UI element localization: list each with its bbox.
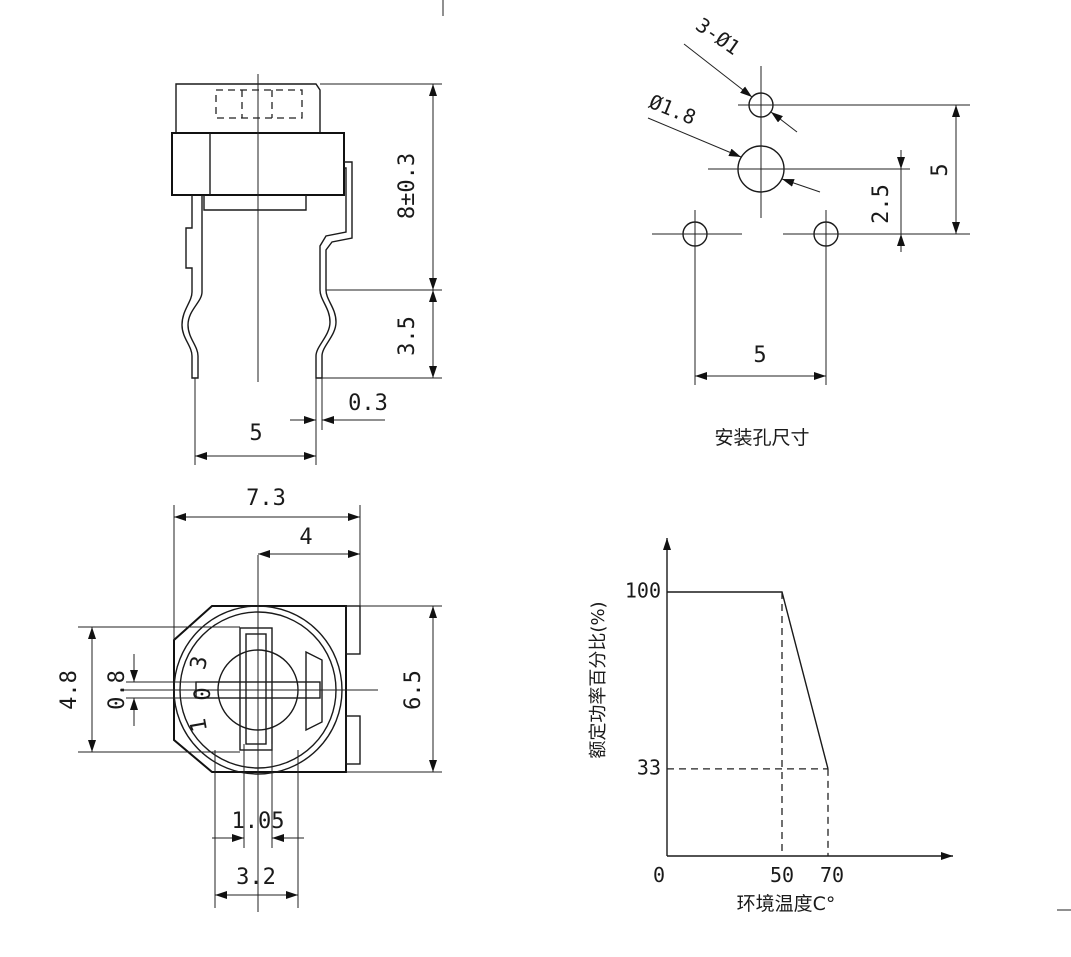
terminal-bottom bbox=[345, 715, 361, 765]
dim-vertical-half-label: 2.5 bbox=[869, 184, 894, 224]
dim-small-holes-label: 3-Ø1 bbox=[691, 13, 744, 60]
mounting-holes-view: 3-Ø1 Ø1.8 5 2.5 5 安装孔尺寸 bbox=[646, 13, 970, 449]
dim-vertical-total-label: 5 bbox=[928, 163, 953, 176]
leader-center-hole bbox=[781, 178, 821, 193]
leader-small-holes bbox=[770, 111, 798, 133]
leader-small-holes bbox=[683, 43, 753, 98]
dim-knob-width-label: 3.2 bbox=[236, 865, 276, 890]
derating-curve bbox=[667, 591, 829, 770]
derating-chart: 100 33 0 50 70 额定功率百分比(%) 环境温度C° bbox=[588, 538, 953, 915]
dim-slot-width-label: 1.05 bbox=[232, 809, 285, 834]
leader-center-hole bbox=[647, 117, 742, 158]
dim-horizontal-label: 5 bbox=[753, 343, 766, 368]
x-tick-label: 0 bbox=[653, 863, 665, 887]
dim-height-right-label: 6.5 bbox=[401, 670, 426, 710]
dim-pin-thickness-label: 0.3 bbox=[348, 391, 388, 416]
dim-width-total-label: 7.3 bbox=[246, 486, 286, 511]
dim-body-height-label: 8±0.3 bbox=[395, 153, 420, 219]
dim-width-partial-label: 4 bbox=[299, 525, 312, 550]
mounting-holes-caption: 安装孔尺寸 bbox=[714, 427, 809, 449]
y-tick-label: 100 bbox=[625, 579, 661, 603]
dim-pin-spacing-label: 5 bbox=[249, 421, 262, 446]
dim-slot-label: 0.8 bbox=[105, 670, 130, 710]
dial-mark: 1 bbox=[186, 716, 213, 733]
x-axis-label: 环境温度C° bbox=[737, 893, 836, 915]
dim-center-hole-label: Ø1.8 bbox=[646, 89, 700, 129]
knob-top bbox=[175, 83, 321, 134]
y-axis-label: 额定功率百分比(%) bbox=[588, 601, 609, 758]
x-tick-label: 50 bbox=[770, 863, 794, 887]
dial-mark: 3 bbox=[186, 654, 213, 671]
dim-height-left-label: 4.8 bbox=[57, 670, 82, 710]
knob-slot-vertical bbox=[239, 627, 273, 751]
hidden-slot bbox=[215, 89, 303, 119]
top-view: 7.3 4 6.5 4.8 0.8 1.05 3.2 3 0 1 bbox=[57, 486, 442, 912]
base-flange bbox=[203, 195, 307, 211]
dial-mark: 0 bbox=[191, 687, 216, 700]
y-tick-label: 33 bbox=[637, 755, 661, 779]
left-pin bbox=[181, 195, 203, 379]
wiper-contact bbox=[305, 650, 323, 732]
terminal-top bbox=[345, 605, 361, 655]
side-view: 8±0.3 3.5 0.3 5 bbox=[171, 74, 442, 465]
knob-slot-inner bbox=[245, 633, 267, 745]
dim-pin-length-label: 3.5 bbox=[395, 316, 420, 356]
right-pin bbox=[315, 161, 353, 379]
x-tick-label: 70 bbox=[820, 863, 844, 887]
